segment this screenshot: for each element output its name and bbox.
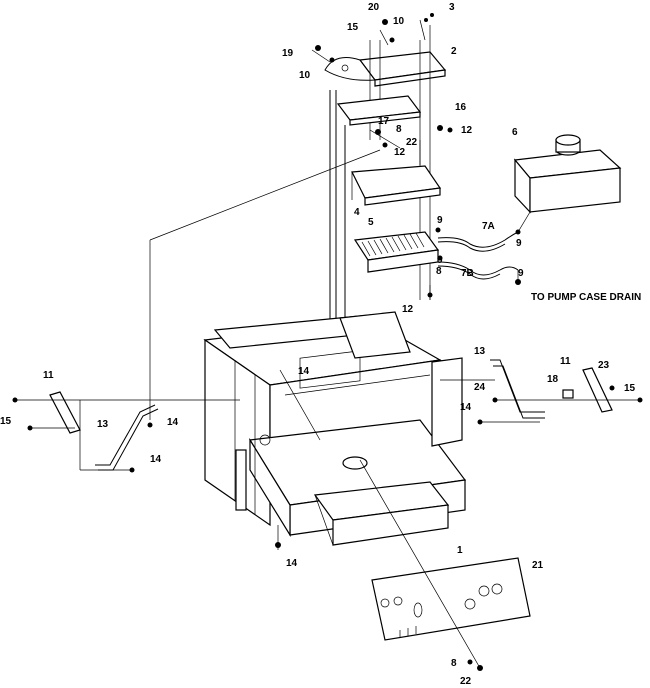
callout-12-b: 12 [461, 125, 473, 136]
callout-14-center: 14 [298, 366, 310, 377]
callout-15-top: 15 [347, 22, 359, 33]
callout-7b: 7B [461, 268, 474, 279]
callout-22-lower: 22 [460, 676, 472, 687]
callout-10-b: 10 [299, 70, 311, 81]
callout-19: 19 [282, 48, 294, 59]
callout-9-d: 9 [518, 268, 524, 279]
callout-3: 3 [449, 2, 455, 13]
callout-11-left: 11 [43, 370, 54, 381]
callout-8-mid: 8 [436, 266, 442, 277]
callout-12-a: 12 [394, 147, 406, 158]
callout-5: 5 [368, 217, 374, 228]
hydraulic-hoses [437, 211, 531, 285]
callout-22-upper: 22 [406, 137, 418, 148]
callout-9-c: 9 [516, 238, 522, 249]
left-pedal-linkage [15, 149, 381, 471]
callout-14-left-b: 14 [150, 454, 162, 465]
cover-plate [371, 557, 531, 641]
callout-17: 17 [378, 116, 390, 127]
callout-13-left: 13 [97, 419, 109, 430]
callout-14-right: 14 [460, 402, 472, 413]
pump-case-drain-note: TO PUMP CASE DRAIN [531, 292, 641, 303]
callout-21: 21 [532, 560, 544, 571]
callout-9-a: 9 [437, 215, 443, 226]
callout-11-right: 11 [560, 356, 571, 367]
callout-9-b: 9 [437, 255, 443, 266]
callout-8-lower: 8 [451, 658, 457, 669]
callout-10-a: 10 [393, 16, 405, 27]
callout-1: 1 [457, 545, 463, 556]
callout-4: 4 [354, 207, 360, 218]
valve-bracket-assembly [324, 25, 447, 420]
callout-13-right: 13 [474, 346, 486, 357]
callout-16: 16 [455, 102, 467, 113]
hardware-fasteners [12, 13, 643, 671]
callout-12-c: 12 [402, 304, 414, 315]
callout-8-upper: 8 [396, 124, 402, 135]
callout-18: 18 [547, 374, 559, 385]
callout-15-left: 15 [0, 416, 12, 427]
callout-7a: 7A [482, 221, 495, 232]
callout-20: 20 [368, 2, 380, 13]
leader-lines [277, 19, 481, 669]
oil-reservoir-tank [513, 134, 622, 214]
main-frame-weldment [203, 311, 467, 546]
callout-14-bottom: 14 [286, 558, 298, 569]
callout-15-right: 15 [624, 383, 636, 394]
callout-2: 2 [451, 46, 457, 57]
callout-23: 23 [598, 360, 610, 371]
right-pedal-linkage [440, 359, 640, 423]
callout-6: 6 [512, 127, 518, 138]
callout-24: 24 [474, 382, 486, 393]
callout-14-left-a: 14 [167, 417, 179, 428]
